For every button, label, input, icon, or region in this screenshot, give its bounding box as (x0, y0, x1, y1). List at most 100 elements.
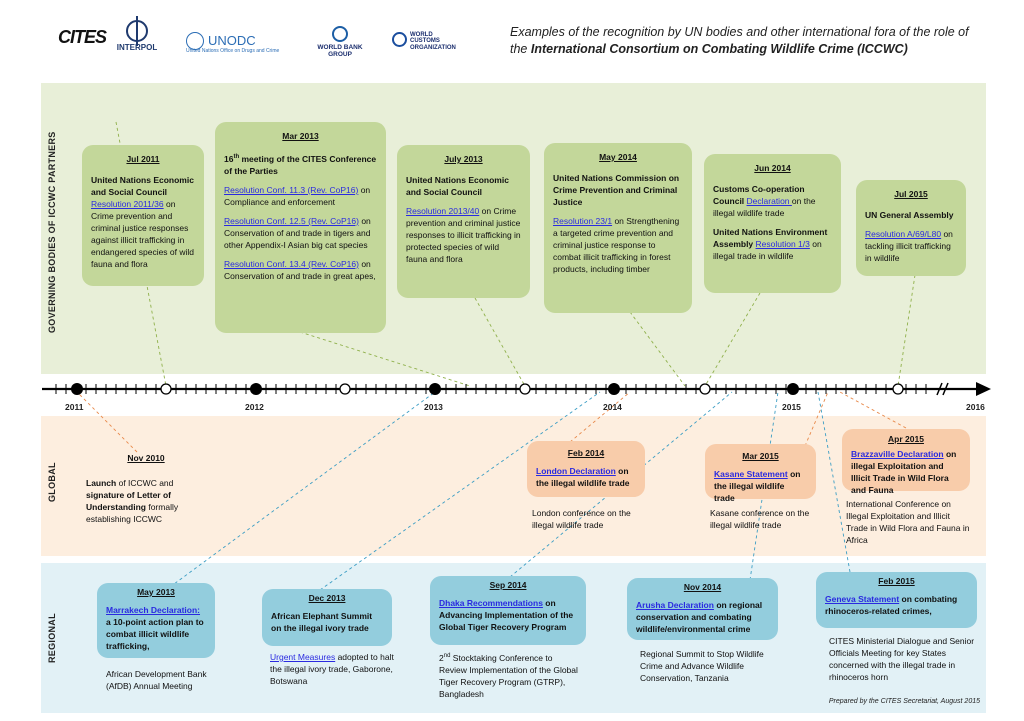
event-date: May 2013 (137, 587, 175, 597)
connector-jun-2014 (704, 292, 761, 387)
title-line-1: Examples of the recognition by UN bodies… (510, 25, 969, 39)
event-box-jul-2011: Jul 2011 United Nations Economic and Soc… (82, 145, 204, 286)
resolution-link[interactable]: Resolution Conf. 12.5 (Rev. CoP16) (224, 215, 359, 226)
statement-link[interactable]: Kasane Statement (714, 469, 788, 479)
year-label: 2012 (245, 402, 264, 412)
connector-nov-2010 (76, 391, 138, 453)
year-marker-2012 (250, 383, 262, 395)
event-note-nov-2010: Nov 2010 Launch of ICCWC and signature o… (86, 452, 206, 525)
year-label: 2013 (424, 402, 443, 412)
statement-link[interactable]: Geneva Statement (825, 594, 900, 604)
event-text: on the illegal wildlife trade (536, 466, 630, 488)
event-box-feb-2014: Feb 2014 London Declaration on the illeg… (527, 441, 645, 497)
event-date: May 2014 (599, 152, 637, 162)
world-bank-logo-text: WORLD BANK GROUP (317, 44, 363, 58)
declaration-link[interactable]: Brazzaville Declaration (851, 449, 944, 459)
wco-logo-text: WORLD CUSTOMS ORGANIZATION (410, 32, 456, 51)
event-date: Nov 2014 (683, 582, 722, 592)
event-title-2: United Nations Environment Assembly (713, 227, 828, 249)
declaration-link[interactable]: London Declaration (536, 466, 616, 476)
note-ordinal: 2 (439, 652, 444, 663)
resolution-link[interactable]: Resolution A/69/L80 (865, 229, 942, 239)
year-label: 2015 (782, 402, 801, 412)
event-title: 16th meeting of the CITES Conference of … (224, 151, 377, 177)
declaration-link[interactable]: Declaration (746, 196, 792, 206)
page-title: Examples of the recognition by UN bodies… (510, 24, 980, 58)
event-note-text: Stocktaking Conference to Review Impleme… (439, 652, 578, 699)
title-rest: meeting of the CITES Conference of the P… (224, 153, 377, 176)
wco-logo: WORLD CUSTOMS ORGANIZATION (392, 32, 456, 51)
event-text: on the illegal wildlife trade (714, 469, 801, 503)
note-ordinal-suffix: nd (443, 653, 451, 659)
connector-may-2013 (169, 391, 436, 588)
event-date: Mar 2015 (742, 451, 779, 461)
global-band (41, 416, 986, 556)
year-marker-2011 (71, 383, 83, 395)
event-date: Sep 2014 (489, 580, 527, 590)
unodc-logo-subtitle: United Nations Office on Drugs and Crime (186, 48, 280, 54)
connector-jul-2013 (474, 297, 526, 387)
interpol-globe-icon (126, 16, 148, 46)
cites-logo: CITES (58, 27, 107, 47)
year-marker-2014 (608, 383, 620, 395)
world-bank-logo: WORLD BANK GROUP (308, 26, 372, 59)
event-text: on Compliance and enforcement (224, 184, 371, 207)
event-date: Nov 2010 (127, 453, 165, 463)
event-note: Kasane conference on the illegal wildlif… (710, 508, 810, 530)
connector-jul-2015 (897, 274, 916, 387)
event-text-2: formally establishing ICCWC (86, 502, 179, 524)
event-title: United Nations Economic and Social Counc… (91, 175, 194, 197)
unodc-logo: UNODC United Nations Office on Drugs and… (186, 32, 279, 54)
resolution-link[interactable]: Resolution Conf. 11.3 (Rev. CoP16) (224, 184, 359, 195)
event-box-mar-2015: Mar 2015 Kasane Statement on the illegal… (705, 444, 816, 503)
event-text: of ICCWC and (116, 478, 174, 488)
resolution-link[interactable]: Resolution 23/1 (553, 216, 613, 226)
declaration-link[interactable]: Marrakech Declaration: (106, 605, 201, 615)
event-text: on combating rhinoceros-related crimes, (825, 594, 958, 616)
event-date: Feb 2014 (567, 448, 605, 458)
timeline-arrow-icon (976, 382, 991, 396)
event-date: Jun 2014 (754, 163, 791, 173)
event-text: on illegal trade in wildlife (713, 239, 822, 261)
event-text: on illegal Exploitation and Illicit Trad… (851, 449, 957, 495)
world-bank-globe-icon (332, 26, 348, 42)
resolution-link[interactable]: Resolution 2011/36 (91, 199, 164, 209)
event-note: 2nd Stocktaking Conference to Review Imp… (439, 650, 579, 700)
declaration-link[interactable]: Arusha Declaration (636, 600, 714, 610)
timeline-ticks (55, 384, 927, 394)
event-box-feb-2015: Feb 2015 Geneva Statement on combating r… (816, 572, 977, 628)
event-title: United Nations Commission on Crime Preve… (553, 173, 680, 207)
recommendations-link[interactable]: Dhaka Recommendations (439, 598, 543, 608)
event-box-sep-2014: Sep 2014 Dhaka Recommendations on Advanc… (430, 576, 586, 645)
axis-break-mark (936, 382, 943, 396)
title-bold: International Consortium on Combating Wi… (530, 42, 908, 56)
connector-nov-2014 (749, 391, 779, 581)
resolution-link[interactable]: Resolution Conf. 13.4 (Rev. CoP16) (224, 258, 359, 269)
urgent-measures-link[interactable]: Urgent Measures (270, 652, 336, 662)
year-marker-2013 (429, 383, 441, 395)
event-text: on Conservation of and trade in great ap… (224, 258, 376, 281)
un-emblem-icon (186, 32, 204, 50)
event-box-jul-2013: July 2013 United Nations Economic and So… (397, 145, 530, 298)
event-title: Customs Co-operation Council (713, 184, 805, 206)
event-title: United Nations Economic and Social Counc… (406, 175, 509, 197)
event-date: Dec 2013 (308, 593, 346, 603)
event-marker (892, 383, 904, 395)
footer-credit: Prepared by the CITES Secretariat, Augus… (828, 698, 980, 705)
year-marker-2015 (787, 383, 799, 395)
event-date: July 2013 (444, 154, 483, 164)
event-marker (339, 383, 351, 395)
event-text: a 10-point action plan to combat illicit… (106, 617, 204, 651)
year-label: 2014 (603, 402, 622, 412)
event-text: on tackling illicit trafficking in wildl… (865, 229, 953, 263)
resolution-link[interactable]: Resolution 1/3 (755, 239, 810, 249)
event-marker (160, 383, 172, 395)
event-date: Apr 2015 (888, 434, 924, 444)
event-box-mar-2013: Mar 2013 16th meeting of the CITES Confe… (215, 122, 386, 333)
resolution-link[interactable]: Resolution 2013/40 (406, 206, 480, 216)
event-box-may-2013: May 2013 Marrakech Declaration: a 10-poi… (97, 583, 215, 658)
axis-break-mark (942, 382, 949, 396)
connector-apr-2015 (839, 391, 907, 429)
event-title-2: signature of Letter of Understanding (86, 490, 172, 512)
